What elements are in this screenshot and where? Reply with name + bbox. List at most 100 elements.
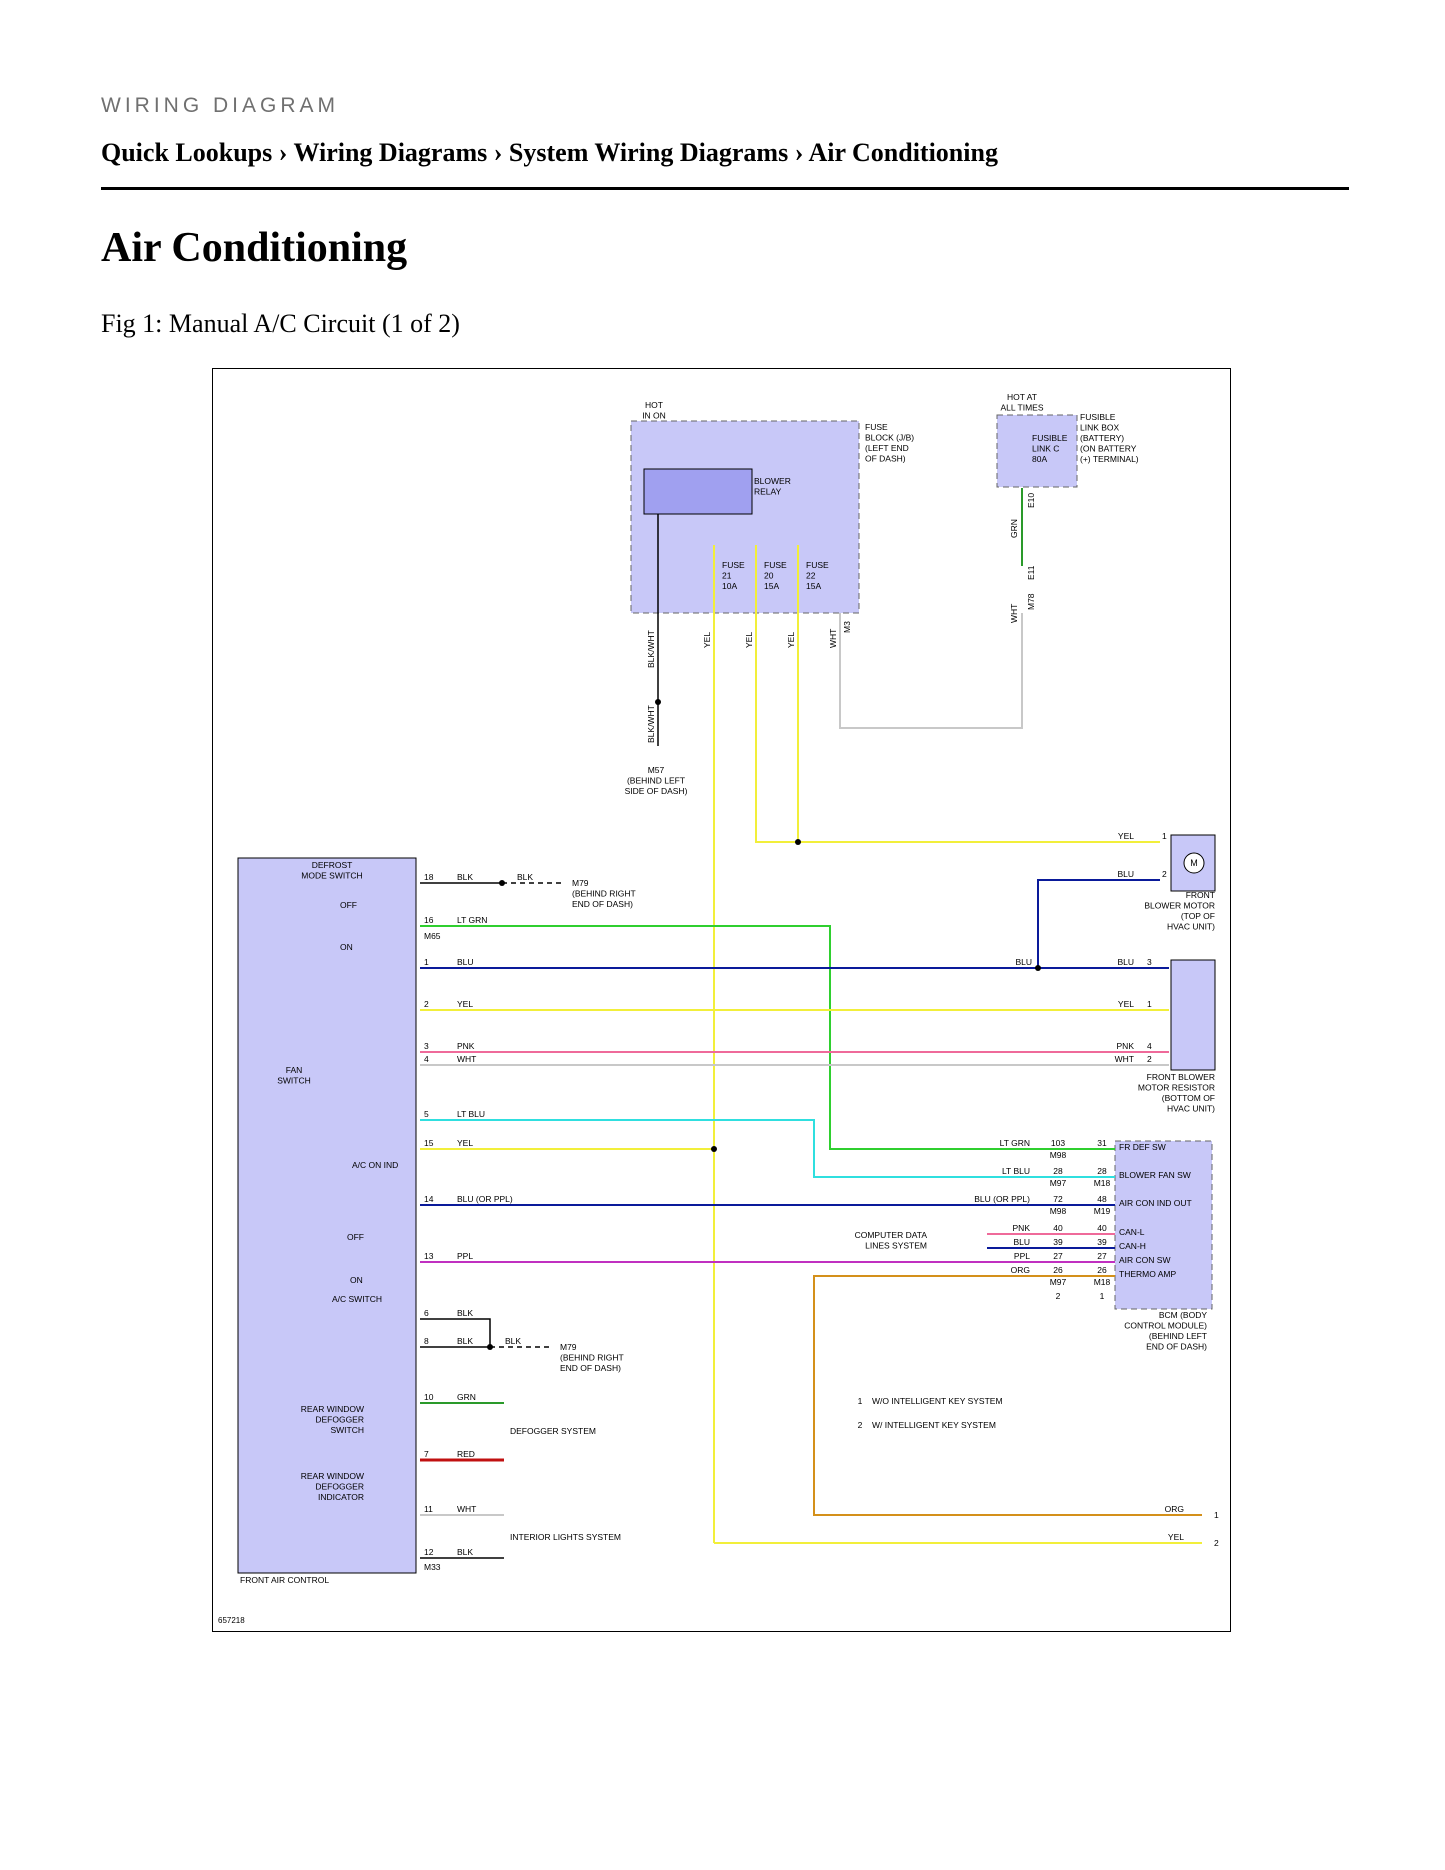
fuse-block-label: OF DASH)	[865, 454, 906, 464]
breadcrumb-wiring-diagrams[interactable]: Wiring Diagrams	[293, 138, 488, 167]
wire-blu-motor	[1037, 879, 1160, 968]
breadcrumb-quick-lookups[interactable]: Quick Lookups	[101, 138, 273, 167]
bcm-pin-right: 26	[1097, 1265, 1107, 1275]
left-pin-4: 4	[424, 1054, 429, 1064]
defrost-switch-label: MODE SWITCH	[301, 871, 362, 881]
bcm-wire-color: PNK	[1013, 1223, 1031, 1233]
left-wire-color: YEL	[457, 1138, 473, 1148]
fan-switch-label: FAN	[286, 1065, 303, 1075]
connector-m33: M33	[424, 1562, 441, 1572]
bcm-wire-color: BLU	[1013, 1237, 1030, 1247]
defogger-switch-label: REAR WINDOW	[301, 1404, 364, 1414]
resistor-label: HVAC UNIT)	[1167, 1104, 1215, 1114]
left-pin-6: 6	[424, 1308, 429, 1318]
junction-dot	[1035, 965, 1041, 971]
fusible-link-inner-label: FUSIBLE	[1032, 433, 1068, 443]
to-next-pin: 2	[1214, 1538, 1219, 1548]
left-wire-color: BLK	[457, 1308, 473, 1318]
resistor-box	[1170, 959, 1216, 1071]
wire-ltgrn-16	[420, 925, 1115, 1150]
bcm-wire-color: ORG	[1011, 1265, 1030, 1275]
bcm-function-label: AIR CON SW	[1119, 1255, 1170, 1265]
legend-mark: 2	[858, 1420, 863, 1430]
left-pin-2: 2	[424, 999, 429, 1009]
bcm-wire-color: BLU (OR PPL)	[974, 1194, 1030, 1204]
bcm-pin-right: 31	[1097, 1138, 1107, 1148]
left-wire-color: LT GRN	[457, 915, 487, 925]
ground-m79-label: END OF DASH)	[560, 1363, 621, 1373]
left-pin-14: 14	[424, 1194, 434, 1204]
bcm-label: END OF DASH)	[1146, 1342, 1207, 1352]
bcm-connector: M98	[1050, 1206, 1067, 1216]
ground-m57-label: (BEHIND LEFT	[627, 776, 685, 786]
ground-m57-label: M57	[648, 765, 665, 775]
left-pin-3: 3	[424, 1041, 429, 1051]
right-wire-color: BLU	[1117, 957, 1134, 967]
wire-color-blk: BLK	[505, 1336, 521, 1346]
left-pin-10: 10	[424, 1392, 434, 1402]
breadcrumb-system-wiring[interactable]: System Wiring Diagrams	[508, 138, 789, 167]
bcm-connector: M98	[1050, 1150, 1067, 1160]
breadcrumb-separator: ›	[493, 138, 503, 167]
left-pin-5: 5	[424, 1109, 429, 1119]
blower-motor-label: (TOP OF	[1181, 911, 1215, 921]
defogger-indicator-label: DEFOGGER	[315, 1482, 364, 1492]
to-next-wire: ORG	[1165, 1504, 1184, 1514]
right-wire-color: WHT	[1115, 1054, 1134, 1064]
left-pin-12: 12	[424, 1547, 434, 1557]
left-wire-color: BLK	[457, 872, 473, 882]
left-wire-color: YEL	[457, 999, 473, 1009]
ground-m79-label: M79	[560, 1342, 577, 1352]
defrost-switch-label: DEFROST	[312, 860, 353, 870]
ground-m79-label: (BEHIND RIGHT	[560, 1353, 624, 1363]
to-next-pin: 1	[1214, 1510, 1219, 1520]
wire-label-blkwht: BLK/WHT	[646, 705, 656, 743]
wire-label-yel: YEL	[786, 632, 796, 648]
wire-ltblu-5	[420, 1119, 1115, 1178]
hot-in-on-label: IN ON	[642, 411, 666, 421]
connector-e10: E10	[1026, 493, 1036, 508]
fuse-block-box	[630, 420, 860, 614]
fuse-label: 21	[722, 571, 732, 581]
junction-dot	[499, 880, 505, 886]
junction-dot	[487, 1344, 493, 1350]
defogger-switch-label: DEFOGGER	[315, 1415, 364, 1425]
page-title: Air Conditioning	[101, 225, 408, 271]
connector-m65: M65	[424, 931, 441, 941]
bcm-function-label: FR DEF SW	[1119, 1142, 1166, 1152]
left-wire-color: LT BLU	[457, 1109, 485, 1119]
wire-blk-6	[420, 1318, 491, 1347]
wire-label-yel: YEL	[702, 632, 712, 648]
bcm-pin-left: 40	[1053, 1223, 1063, 1233]
fuse-label: FUSE	[764, 560, 787, 570]
blower-wire-yel: YEL	[1118, 831, 1134, 841]
blower-relay-label: BLOWER	[754, 476, 791, 486]
defogger-system-label: DEFOGGER SYSTEM	[510, 1426, 596, 1436]
left-wire-color: PPL	[457, 1251, 473, 1261]
breadcrumb-air-conditioning[interactable]: Air Conditioning	[808, 138, 998, 167]
blower-motor-label: FRONT	[1186, 890, 1215, 900]
legend-text: W/ INTELLIGENT KEY SYSTEM	[872, 1420, 996, 1430]
bcm-connector: M97	[1050, 1178, 1067, 1188]
blower-pin: 1	[1162, 831, 1167, 841]
switch-off-label: OFF	[347, 1232, 364, 1242]
switch-on-label: ON	[340, 942, 353, 952]
bcm-pin-left: 26	[1053, 1265, 1063, 1275]
blower-motor-label: HVAC UNIT)	[1167, 922, 1215, 932]
junction-dot	[795, 839, 801, 845]
fuse-label: 22	[806, 571, 816, 581]
fuse-label: 15A	[764, 581, 779, 591]
fusible-link-box	[996, 414, 1078, 488]
bcm-function-label: CAN-H	[1119, 1241, 1146, 1251]
bcm-connector: M18	[1094, 1178, 1111, 1188]
bcm-pin-left: 39	[1053, 1237, 1063, 1247]
breadcrumb-separator: ›	[278, 138, 288, 167]
wire-label-grn: GRN	[1009, 519, 1019, 538]
left-wire-color: BLU	[457, 957, 474, 967]
fusible-link-label: (+) TERMINAL)	[1080, 454, 1139, 464]
fusible-link-label: (ON BATTERY	[1080, 444, 1137, 454]
blower-relay-label: RELAY	[754, 487, 782, 497]
left-pin-16: 16	[424, 915, 434, 925]
